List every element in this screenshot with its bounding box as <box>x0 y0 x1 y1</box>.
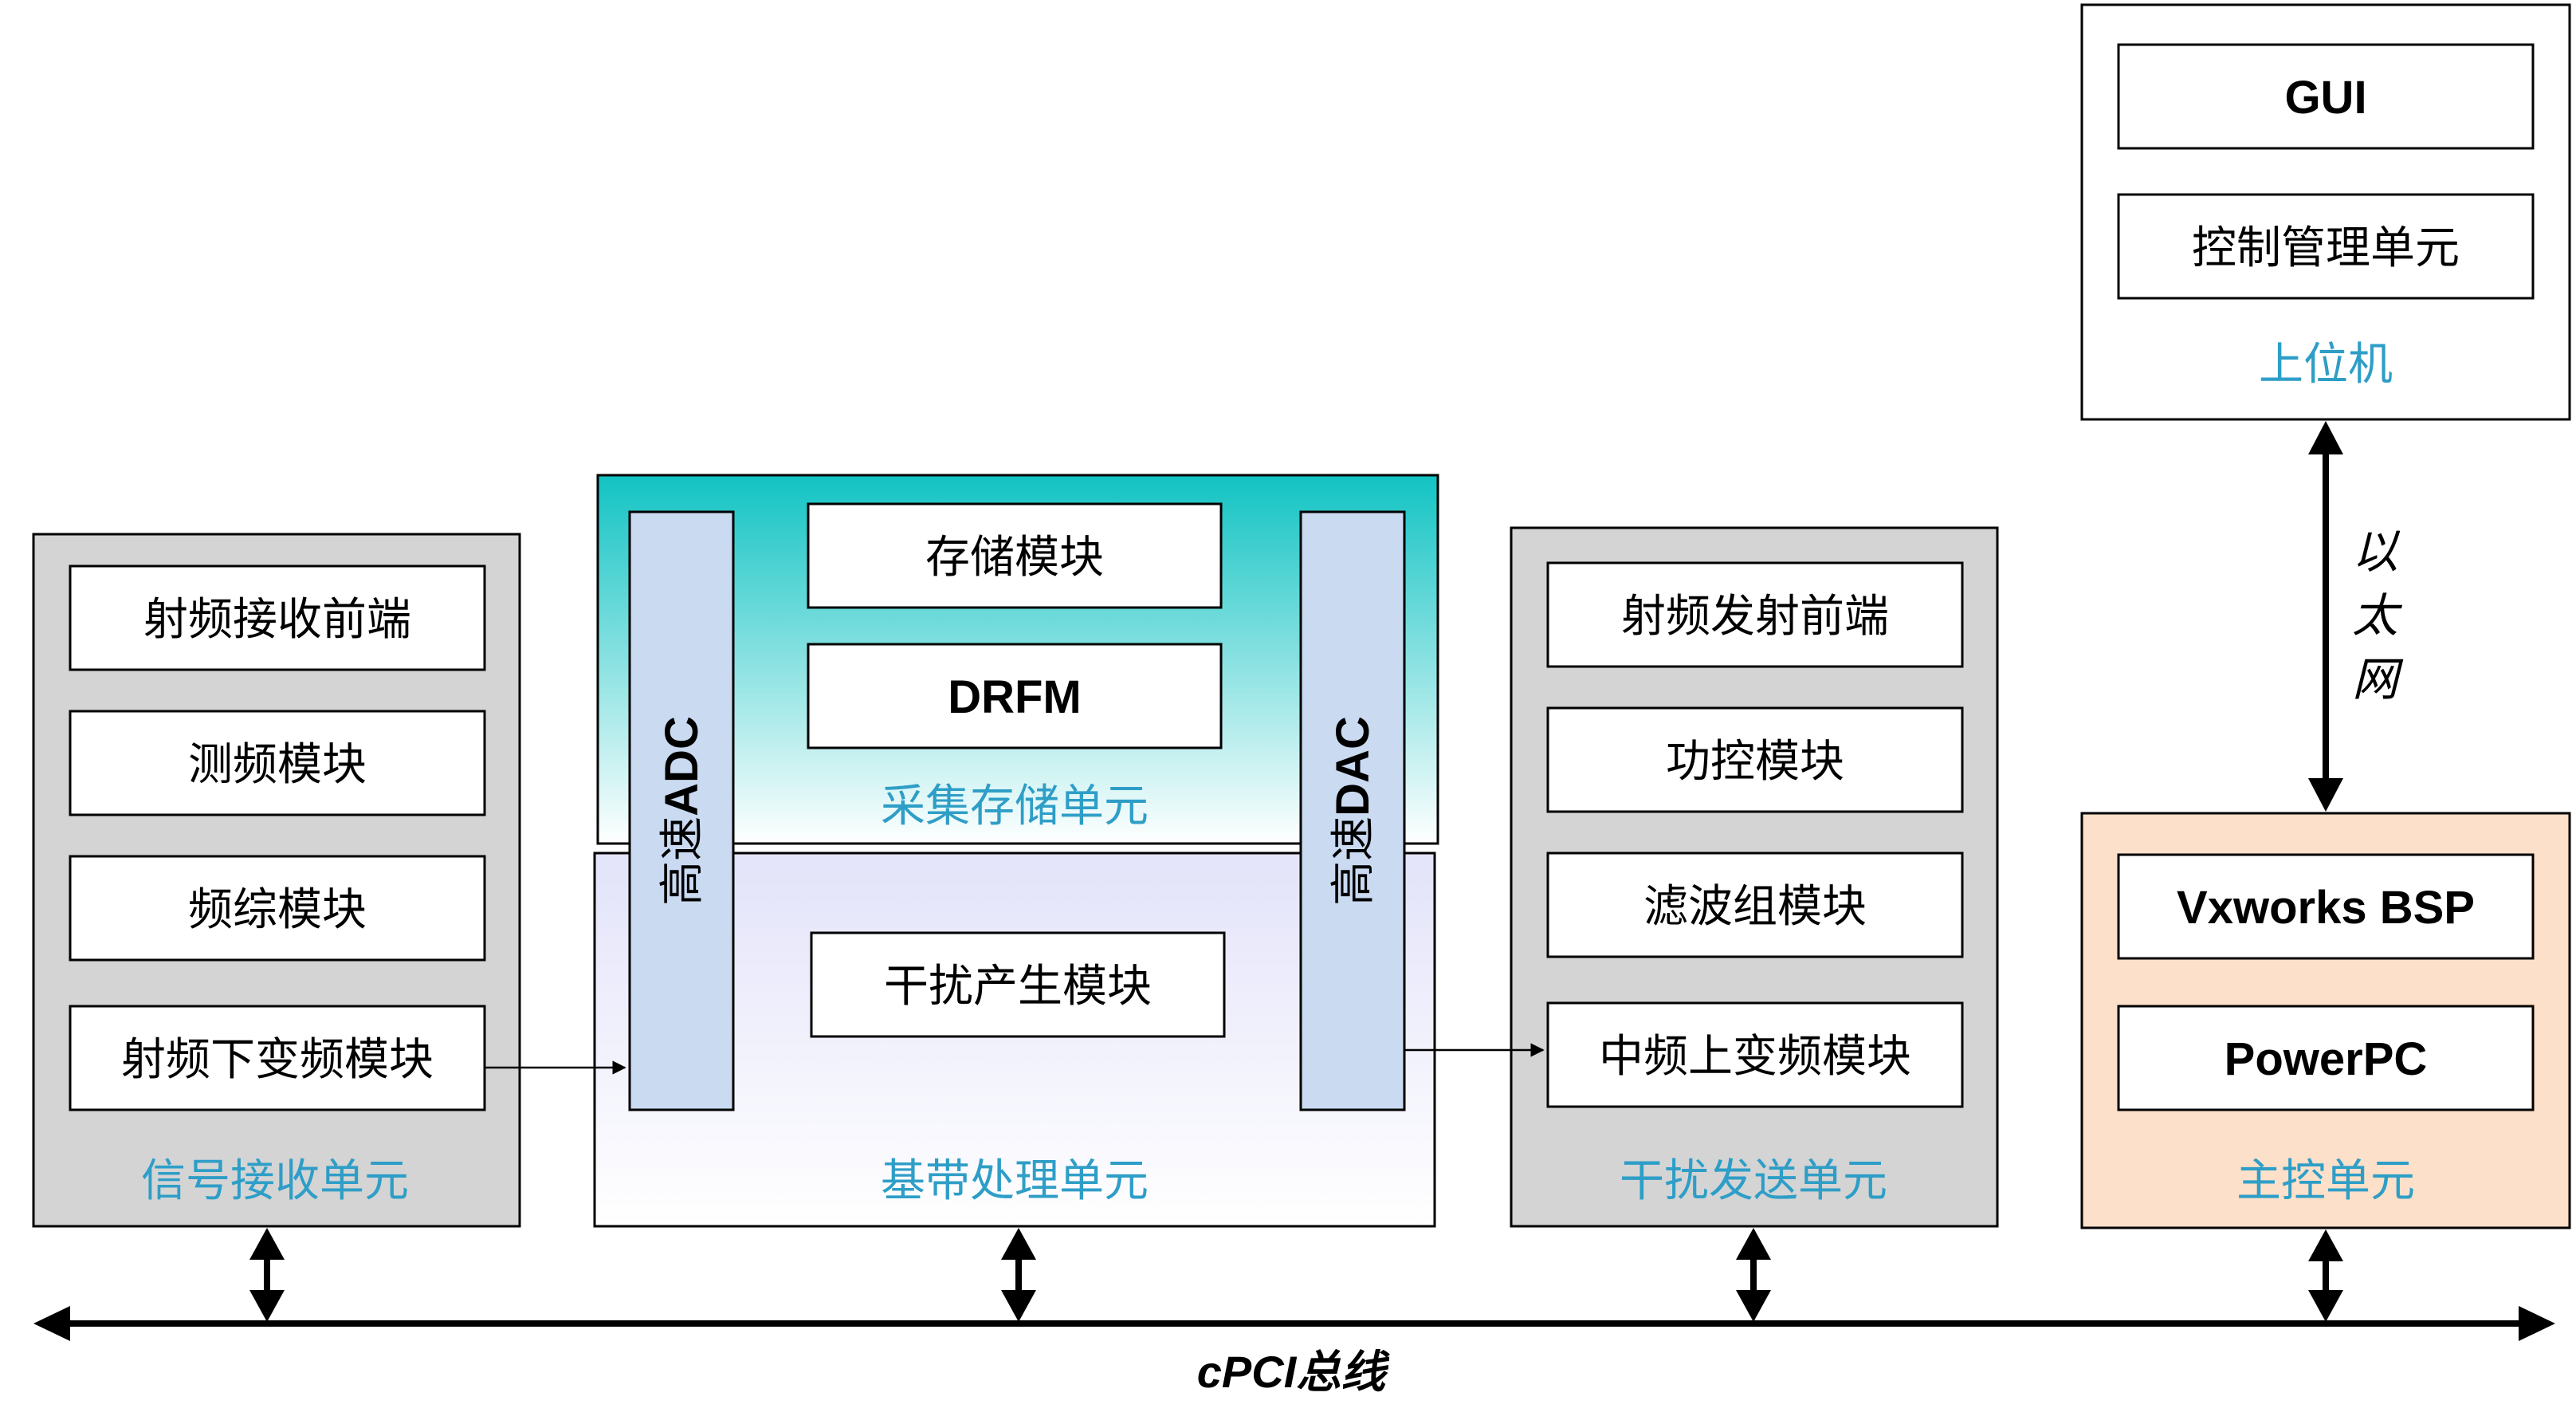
signal-receive-unit: 射频接收前端 测频模块 频综模块 射频下变频模块 信号接收单元 <box>32 533 521 1228</box>
module-label: Vxworks BSP <box>2177 882 2475 934</box>
unit-title: 上位机 <box>2259 339 2393 391</box>
acq-module-2: DRFM <box>807 643 1223 749</box>
master-control-unit: Vxworks BSP PowerPC 主控单元 <box>2080 812 2571 1229</box>
bus-connector-master <box>2308 1229 2343 1322</box>
host-computer: GUI 控制管理单元 上位机 <box>2080 3 2571 421</box>
module-label: 测频模块 <box>188 739 367 791</box>
module-label: 干扰产生模块 <box>884 961 1152 1013</box>
module-label: 中频上变频模块 <box>1599 1031 1911 1083</box>
arrow-down-icon <box>2308 778 2343 812</box>
bus-label: cPCI总线 <box>1197 1347 1390 1397</box>
module-label: 滤波组模块 <box>1643 881 1867 933</box>
bus-connector-jamming <box>1736 1228 1771 1322</box>
cpci-bus: cPCI总线 <box>33 1306 2555 1397</box>
module-label: PowerPC <box>2225 1033 2428 1085</box>
unit-title: 采集存储单元 <box>881 781 1149 832</box>
ethernet-link: 以 太 网 <box>2308 421 2404 812</box>
module-label: 频综模块 <box>188 884 367 936</box>
module-label: 控制管理单元 <box>2192 222 2460 274</box>
acquisition-storage-unit: 存储模块 DRFM 采集存储单元 <box>596 474 1439 845</box>
host-module-2: 控制管理单元 <box>2117 193 2535 300</box>
signal-module-3: 频综模块 <box>69 855 486 962</box>
unit-title: 基带处理单元 <box>881 1155 1149 1207</box>
adc-label: 高速ADC <box>656 716 709 906</box>
module-label: 存储模块 <box>925 532 1104 584</box>
master-module-1: Vxworks BSP <box>2117 853 2535 960</box>
module-label: 射频发射前端 <box>1621 591 1889 643</box>
arrow-right-icon <box>2519 1306 2555 1341</box>
jamming-module-1: 射频发射前端 <box>1546 561 1964 668</box>
module-label: DRFM <box>948 671 1082 723</box>
arrow-up-icon <box>2308 421 2343 454</box>
acq-module-1: 存储模块 <box>807 502 1223 609</box>
ethernet-label-3: 网 <box>2352 652 2404 706</box>
master-module-2: PowerPC <box>2117 1005 2535 1111</box>
module-label: 功控模块 <box>1666 736 1844 788</box>
unit-title: 主控单元 <box>2236 1155 2415 1207</box>
module-label: 射频下变频模块 <box>121 1034 434 1086</box>
host-module-1: GUI <box>2117 43 2535 150</box>
signal-module-1: 射频接收前端 <box>69 564 486 671</box>
ethernet-label-2: 太 <box>2352 588 2403 643</box>
signal-module-4: 射频下变频模块 <box>69 1005 486 1111</box>
ethernet-label-1: 以 <box>2352 525 2401 579</box>
jamming-transmit-unit: 射频发射前端 功控模块 滤波组模块 中频上变频模块 干扰发送单元 <box>1510 526 1999 1228</box>
unit-title: 信号接收单元 <box>141 1155 409 1207</box>
baseband-processing-unit: 干扰产生模块 基带处理单元 <box>593 852 1436 1228</box>
jamming-module-3: 滤波组模块 <box>1546 852 1964 958</box>
arrow-left-icon <box>33 1306 70 1341</box>
module-label: 射频接收前端 <box>143 594 411 646</box>
baseband-module-1: 干扰产生模块 <box>810 931 1226 1038</box>
jamming-module-2: 功控模块 <box>1546 706 1964 813</box>
signal-module-2: 测频模块 <box>69 710 486 816</box>
bus-connector-signal <box>249 1228 285 1322</box>
jamming-module-4: 中频上变频模块 <box>1546 1001 1964 1108</box>
dac-label: 高速DAC <box>1327 716 1380 906</box>
bus-connector-baseband <box>1001 1228 1036 1322</box>
high-speed-adc: 高速ADC <box>628 510 735 1111</box>
module-label: GUI <box>2284 72 2366 124</box>
high-speed-dac: 高速DAC <box>1299 510 1406 1111</box>
unit-title: 干扰发送单元 <box>1620 1155 1887 1207</box>
